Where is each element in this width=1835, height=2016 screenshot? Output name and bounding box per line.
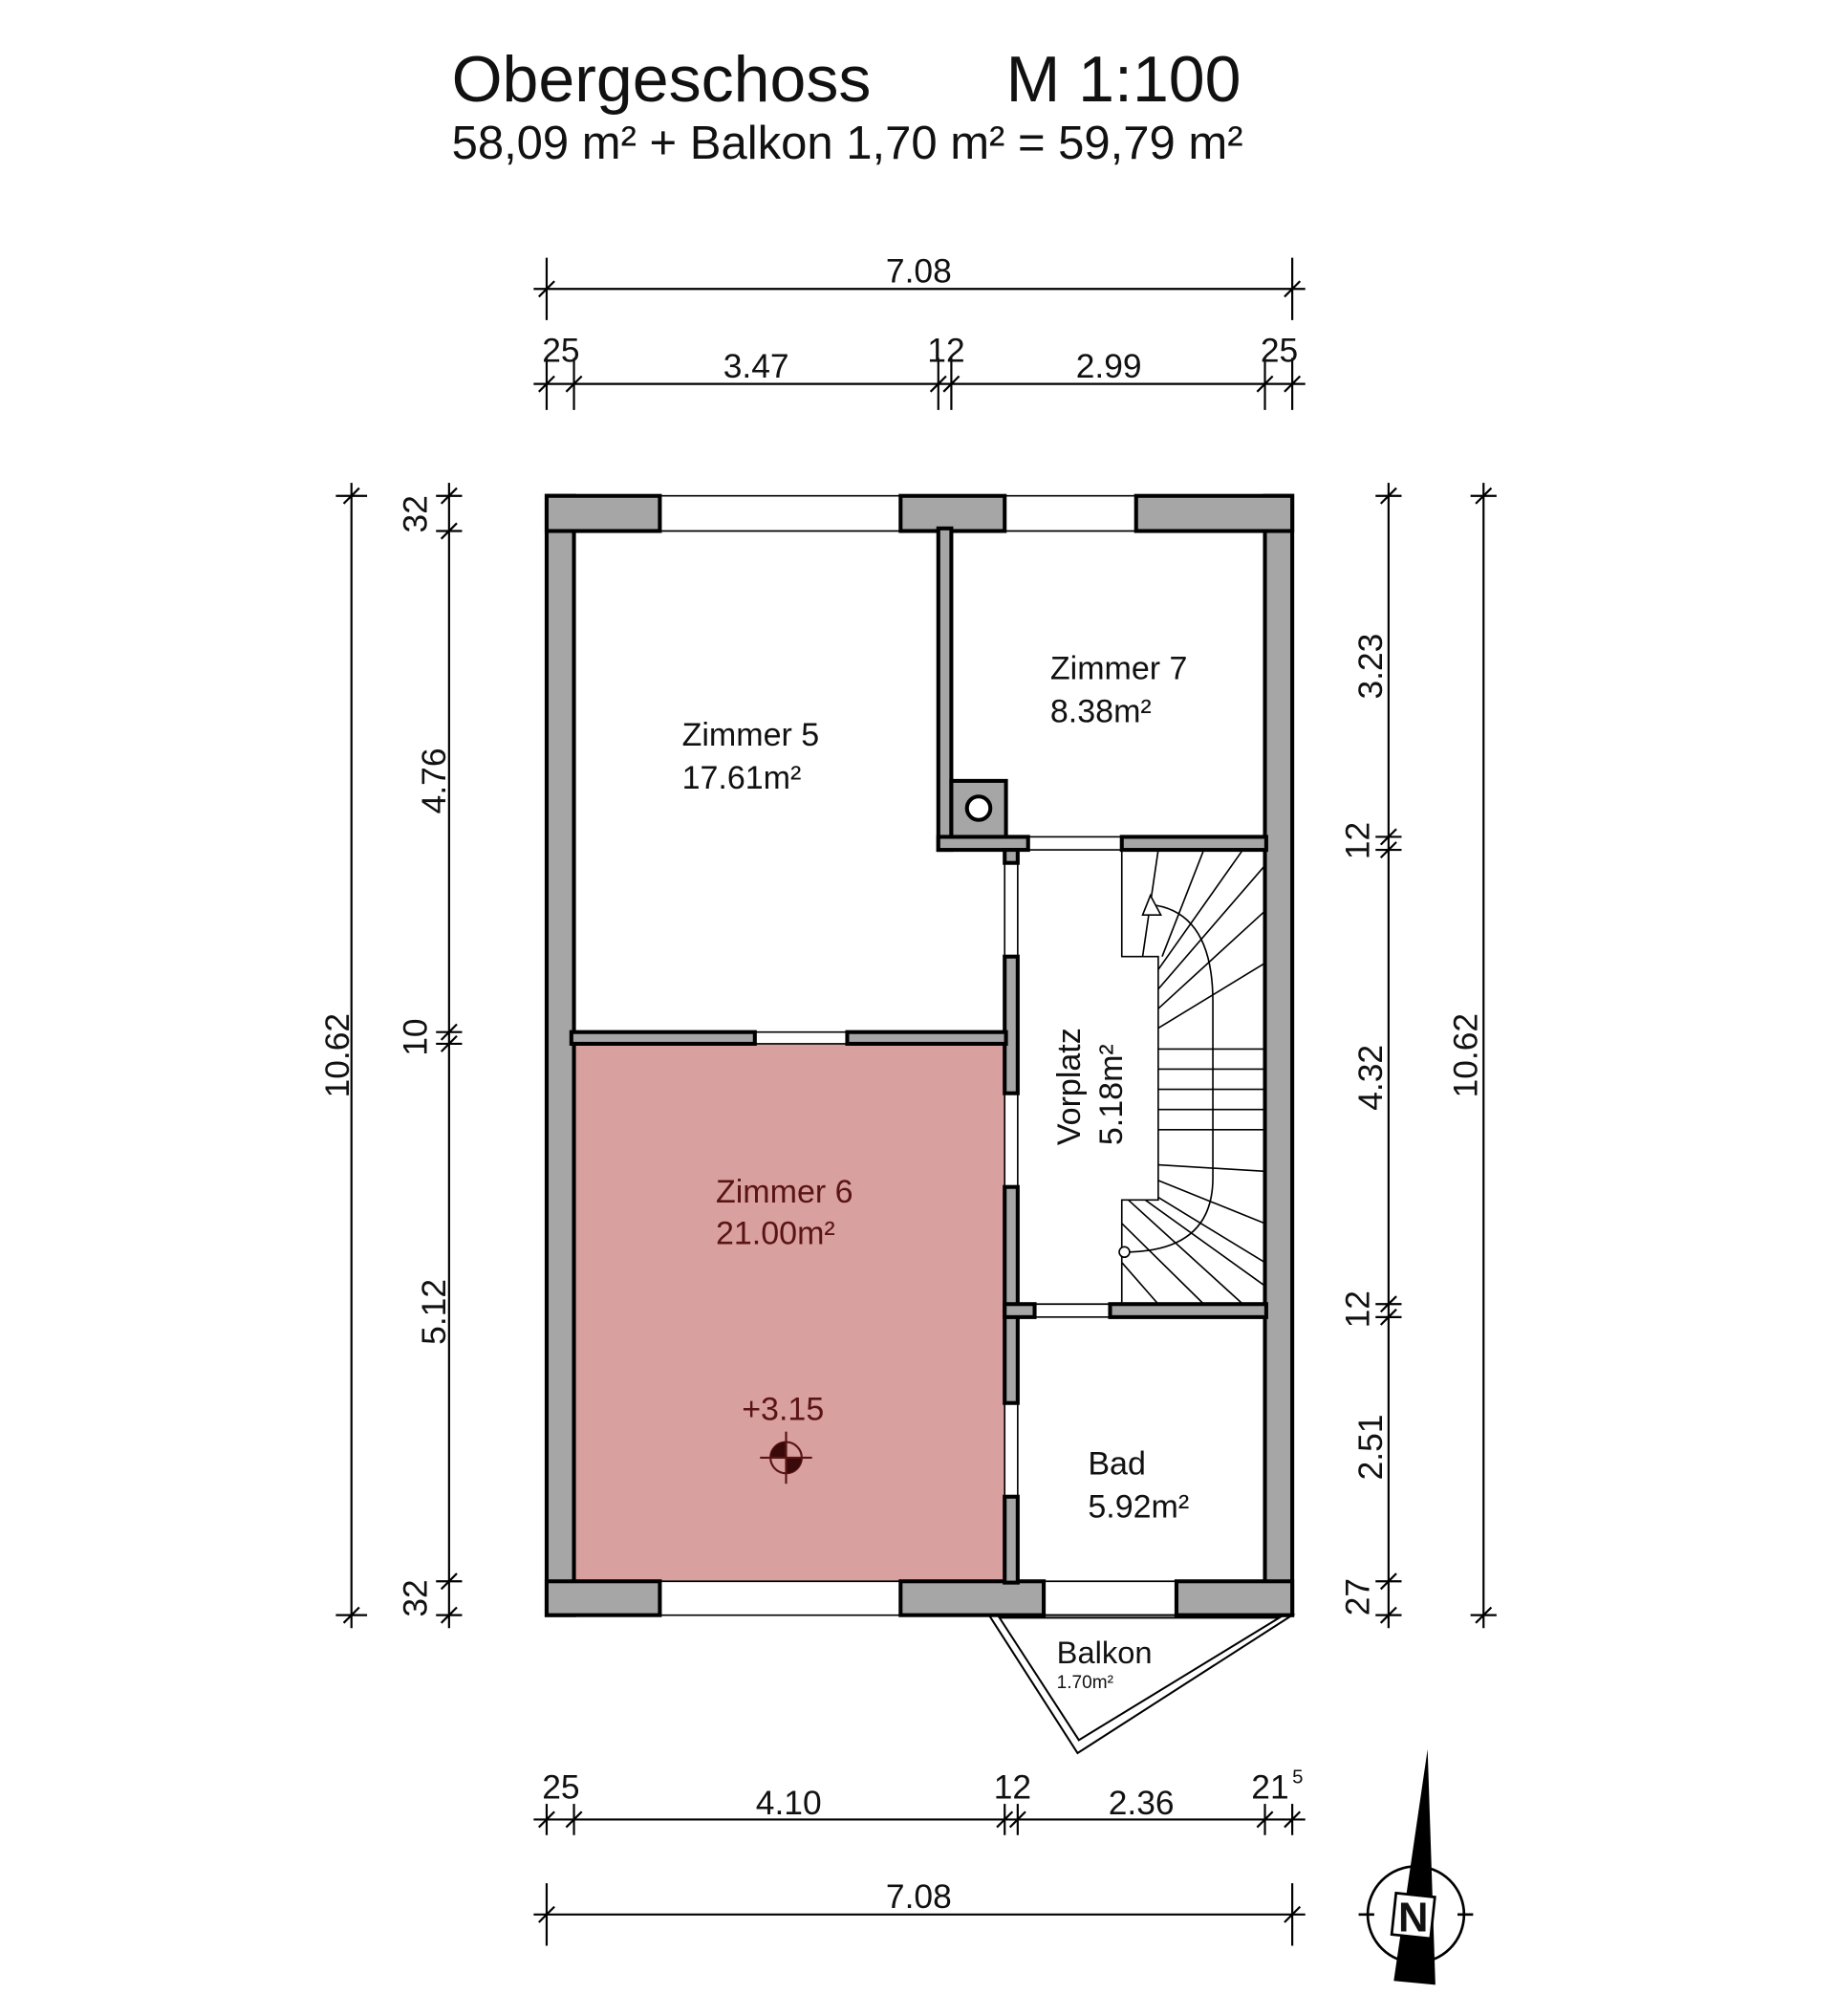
chimney-flue-icon — [964, 794, 993, 822]
north-arrow-icon: N — [1358, 1748, 1474, 1985]
openings — [659, 494, 1177, 1616]
dim-right-seg: 12 — [1339, 822, 1376, 859]
stair-tread — [1157, 910, 1266, 1009]
room-area-balkon: 1.70m² — [1057, 1673, 1113, 1693]
dim-top-seg: 3.47 — [723, 348, 789, 385]
balcony — [987, 1614, 1296, 1755]
elevation-label: +3.15 — [742, 1391, 824, 1427]
scale-label: M 1:100 — [1006, 43, 1241, 116]
dim-left-seg: 32 — [398, 1579, 435, 1616]
stair-tread — [1121, 1223, 1205, 1305]
dim-right-seg: 4.32 — [1352, 1045, 1390, 1111]
room-name-bad: Bad — [1088, 1446, 1146, 1483]
zimmer-6-fill — [573, 1043, 1005, 1582]
stair-tread — [1121, 1262, 1159, 1305]
stair-tread — [1157, 1180, 1265, 1225]
dim-top-seg: 2.99 — [1076, 348, 1142, 385]
north-label: N — [1398, 1896, 1428, 1941]
dim-top-seg: 25 — [1261, 333, 1298, 370]
room-name-zimmer-7: Zimmer 7 — [1050, 651, 1188, 687]
dim-left-seg: 32 — [398, 495, 435, 532]
floor-title: Obergeschoss — [452, 43, 872, 116]
room-name-balkon: Balkon — [1057, 1635, 1153, 1670]
stair-tread — [1157, 962, 1265, 1030]
dim-left-total: 10.62 — [319, 1013, 356, 1098]
staircase — [1118, 849, 1266, 1305]
stair-tread — [1144, 1199, 1266, 1287]
dim-left-seg: 4.76 — [416, 748, 453, 813]
stair-tread — [1157, 1196, 1265, 1264]
dim-bottom-seg: 2.36 — [1109, 1785, 1175, 1822]
dim-right-seg: 2.51 — [1352, 1415, 1390, 1481]
stair-start-icon — [1118, 1246, 1131, 1259]
dimension-lines — [335, 257, 1497, 1946]
walls — [544, 493, 1295, 1617]
dim-top-seg: 25 — [542, 333, 579, 370]
dim-bottom-seg: 12 — [994, 1769, 1031, 1807]
dim-right-seg: 27 — [1339, 1578, 1376, 1615]
dim-top-seg: 12 — [927, 333, 964, 370]
stair-tread — [1128, 1199, 1243, 1305]
dim-right-seg: 12 — [1339, 1290, 1376, 1328]
room-name-vorplatz: Vorplatz — [1051, 1028, 1088, 1145]
room-area-zimmer-7: 8.38m² — [1050, 694, 1152, 730]
dim-left-seg: 5.12 — [416, 1279, 453, 1345]
elevation-marker-icon — [760, 1431, 812, 1485]
room-name-zimmer-6: Zimmer 6 — [716, 1174, 853, 1210]
dim-right-total: 10.62 — [1447, 1013, 1484, 1098]
room-area-bad: 5.92m² — [1088, 1489, 1189, 1526]
stair-tread — [1157, 864, 1266, 990]
stair-walking-line — [1124, 903, 1214, 1253]
dim-bottom-seg-superscript: 5 — [1292, 1767, 1303, 1788]
stair-tread — [1161, 849, 1205, 958]
stair-tread — [1157, 1163, 1265, 1173]
dim-bottom-total: 7.08 — [886, 1878, 952, 1916]
room-area-vorplatz: 5.18m² — [1093, 1044, 1130, 1145]
room-area-zimmer-6: 21.00m² — [716, 1216, 835, 1252]
dim-bottom-seg: 21 — [1251, 1769, 1288, 1807]
area-summary: 58,09 m² + Balkon 1,70 m² = 59,79 m² — [452, 118, 1243, 169]
stair-tread — [1157, 849, 1244, 970]
stair-direction-arrow-icon — [1141, 893, 1162, 916]
room-name-zimmer-5: Zimmer 5 — [682, 717, 820, 753]
dim-left-seg: 10 — [398, 1018, 435, 1055]
dim-bottom-seg: 25 — [542, 1769, 579, 1807]
dim-top-total: 7.08 — [886, 252, 952, 290]
dim-bottom-seg: 4.10 — [756, 1785, 822, 1822]
dim-right-seg: 3.23 — [1352, 634, 1390, 700]
room-area-zimmer-5: 17.61m² — [682, 760, 802, 796]
